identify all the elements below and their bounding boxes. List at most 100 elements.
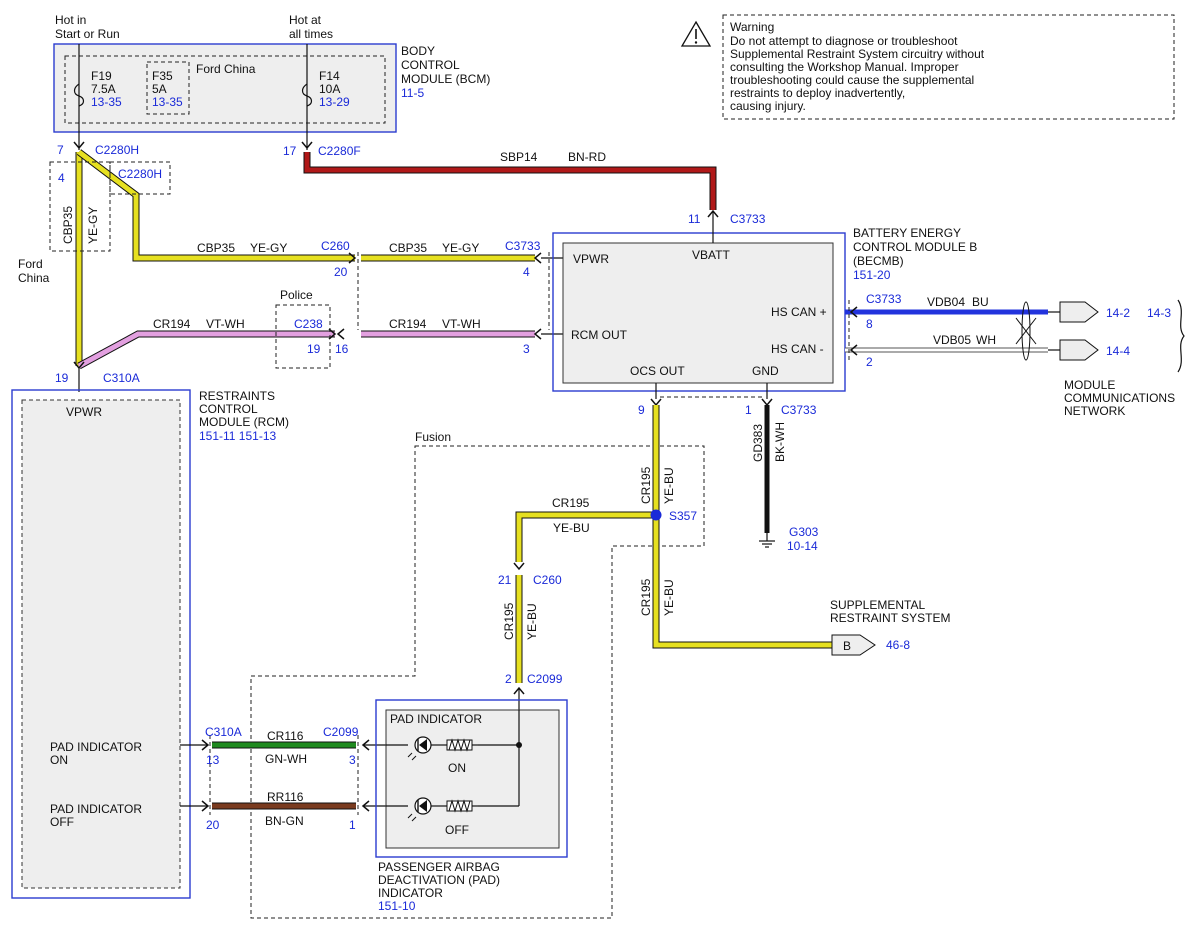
network-ref[interactable]: 14-4: [1106, 344, 1130, 358]
pin-label: VBATT: [692, 248, 730, 262]
connector-c2280h-b[interactable]: C2280H: [118, 167, 162, 181]
fuse-rating: 5A: [152, 82, 167, 96]
pin-number: 4: [58, 171, 65, 185]
pin-number: 3: [349, 753, 356, 767]
ford-china-label: Ford: [18, 257, 43, 271]
wire-label: CR195: [639, 466, 653, 504]
pin-label: HS CAN -: [771, 342, 824, 356]
resistor-icon: [446, 799, 478, 813]
wire-label: RR116: [267, 790, 304, 804]
pin-number: 19: [307, 342, 321, 356]
pin-number: 20: [206, 818, 220, 832]
pin-label: HS CAN +: [771, 305, 827, 319]
wire-label: GD383: [751, 424, 765, 462]
pin-number: 17: [283, 144, 297, 158]
pin-number: 2: [866, 355, 873, 369]
ford-china-label: China: [18, 271, 50, 285]
ground-name[interactable]: G303: [789, 525, 819, 539]
fuse-ref[interactable]: 13-29: [319, 95, 350, 109]
network-name: MODULE: [1064, 378, 1115, 392]
wire-label: SBP14: [500, 150, 538, 164]
warning-line: troubleshooting could cause the suppleme…: [730, 73, 974, 87]
connector-c3733[interactable]: C3733: [505, 239, 541, 253]
wire-cr195: [515, 405, 832, 683]
connector-c310a[interactable]: C310A: [103, 371, 140, 385]
bcm-name: BODY: [401, 44, 435, 58]
pin-number: 8: [866, 317, 873, 331]
bcm-ref[interactable]: 11-5: [401, 86, 424, 100]
pin-number: 3: [523, 342, 530, 356]
wire-color: YE-BU: [525, 603, 539, 640]
warning-line: consulting the Workshop Manual. Improper: [730, 60, 959, 74]
srs-connector-label: B: [843, 639, 851, 653]
connector-c2280f[interactable]: C2280F: [318, 144, 361, 158]
becmb-name: (BECMB): [853, 254, 904, 268]
wire-label: CBP35: [389, 241, 427, 255]
wire-label: CR116: [267, 729, 304, 743]
fuse-ref[interactable]: 13-35: [91, 95, 122, 109]
fuse-name: F14: [319, 69, 340, 83]
srs-connector[interactable]: B: [831, 634, 876, 656]
wire-sbp14: [303, 152, 717, 210]
pin-number: 7: [57, 143, 64, 157]
pin-number: 20: [334, 265, 348, 279]
pin-number: 2: [505, 672, 512, 686]
network-ref[interactable]: 14-3: [1147, 306, 1171, 320]
pad-name: DEACTIVATION (PAD): [378, 873, 500, 887]
pad-indicator-module: PAD INDICATOR ON: [375, 699, 568, 858]
connector-c2099[interactable]: C2099: [527, 672, 563, 686]
rcm-ref[interactable]: 151-11 151-13: [199, 429, 277, 443]
pad-title: PAD INDICATOR: [390, 712, 482, 726]
wire-label: CR194: [153, 317, 191, 331]
network-name: COMMUNICATIONS: [1064, 391, 1175, 405]
pad-ref[interactable]: 151-10: [378, 899, 416, 913]
connector-c3733[interactable]: C3733: [730, 212, 766, 226]
led-off-icon: [407, 797, 447, 822]
power-label-start-run: Hot in: [55, 13, 86, 27]
connector-c260[interactable]: C260: [321, 239, 350, 253]
connector-c2280h[interactable]: C2280H: [95, 143, 139, 157]
network-connector[interactable]: [1048, 301, 1099, 323]
wire-color: YE-BU: [662, 467, 676, 504]
wire-label: VDB04: [927, 295, 965, 309]
wire-color: VT-WH: [206, 317, 245, 331]
led-off-label: OFF: [445, 823, 469, 837]
network-ref[interactable]: 14-2: [1106, 306, 1130, 320]
becmb-ref[interactable]: 151-20: [853, 268, 891, 282]
rcm-name: RESTRAINTS: [199, 389, 275, 403]
rcm-pin-label: OFF: [50, 815, 74, 829]
becmb-name: CONTROL MODULE B: [853, 240, 977, 254]
resistor-icon: [446, 738, 478, 752]
fuse-ref[interactable]: 13-35: [152, 95, 183, 109]
wire-label: CR195: [502, 602, 516, 640]
pin-number: 16: [335, 342, 349, 356]
pin-label: VPWR: [573, 252, 609, 266]
warning-line: Do not attempt to diagnose or troublesho…: [730, 34, 958, 48]
srs-ref[interactable]: 46-8: [886, 638, 910, 652]
connector-c2099[interactable]: C2099: [323, 725, 359, 739]
bcm-name: CONTROL: [401, 58, 460, 72]
connector-c3733[interactable]: C3733: [866, 292, 902, 306]
fuse-rating: 10A: [319, 82, 340, 96]
splice-s357[interactable]: [650, 509, 662, 521]
srs-name: SUPPLEMENTAL: [830, 598, 925, 612]
wire-color: YE-BU: [662, 579, 676, 616]
network-connector[interactable]: [1048, 339, 1099, 361]
wire-label: CBP35: [61, 206, 75, 244]
becmb-name: BATTERY ENERGY: [853, 226, 961, 240]
fuse-name: F19: [91, 69, 112, 83]
connector-c3733[interactable]: C3733: [781, 403, 817, 417]
pad-name: PASSENGER AIRBAG: [378, 860, 500, 874]
connector-c260[interactable]: C260: [533, 573, 562, 587]
connector-c238[interactable]: C238: [294, 317, 323, 331]
ground-ref[interactable]: 10-14: [787, 539, 818, 553]
connector-c310a[interactable]: C310A: [205, 725, 242, 739]
wire-color: VT-WH: [442, 317, 481, 331]
pin-number: 11: [688, 212, 701, 226]
brace-icon: [1177, 299, 1185, 373]
power-label-start-run: Start or Run: [55, 27, 120, 41]
warning-line: causing injury.: [730, 99, 806, 113]
splice-label[interactable]: S357: [669, 509, 697, 523]
wire-color: YE-GY: [86, 207, 100, 244]
rcm-name: MODULE (RCM): [199, 415, 289, 429]
